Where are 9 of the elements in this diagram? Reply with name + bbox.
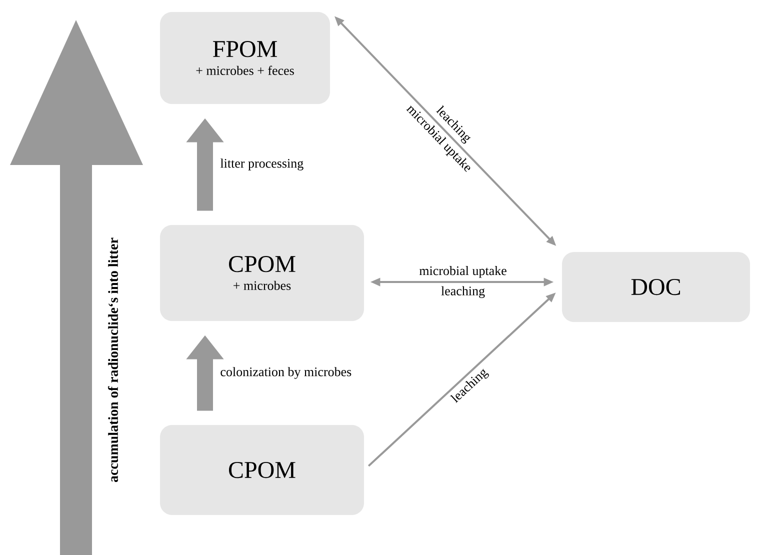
- process-box: CPOM + microbes: [160, 225, 364, 321]
- process-box: FPOM + microbes + feces: [160, 12, 330, 104]
- flow-label: leaching: [440, 285, 486, 300]
- process-box: DOC: [562, 252, 750, 322]
- process-box: CPOM: [160, 425, 364, 515]
- edge-label: microbial uptake: [418, 265, 508, 279]
- edge-label: colonization by microbes: [220, 367, 352, 379]
- axis-label: accumulation of radionuclide‘s into litter: [108, 238, 118, 482]
- edge-label: litter processing: [220, 158, 304, 170]
